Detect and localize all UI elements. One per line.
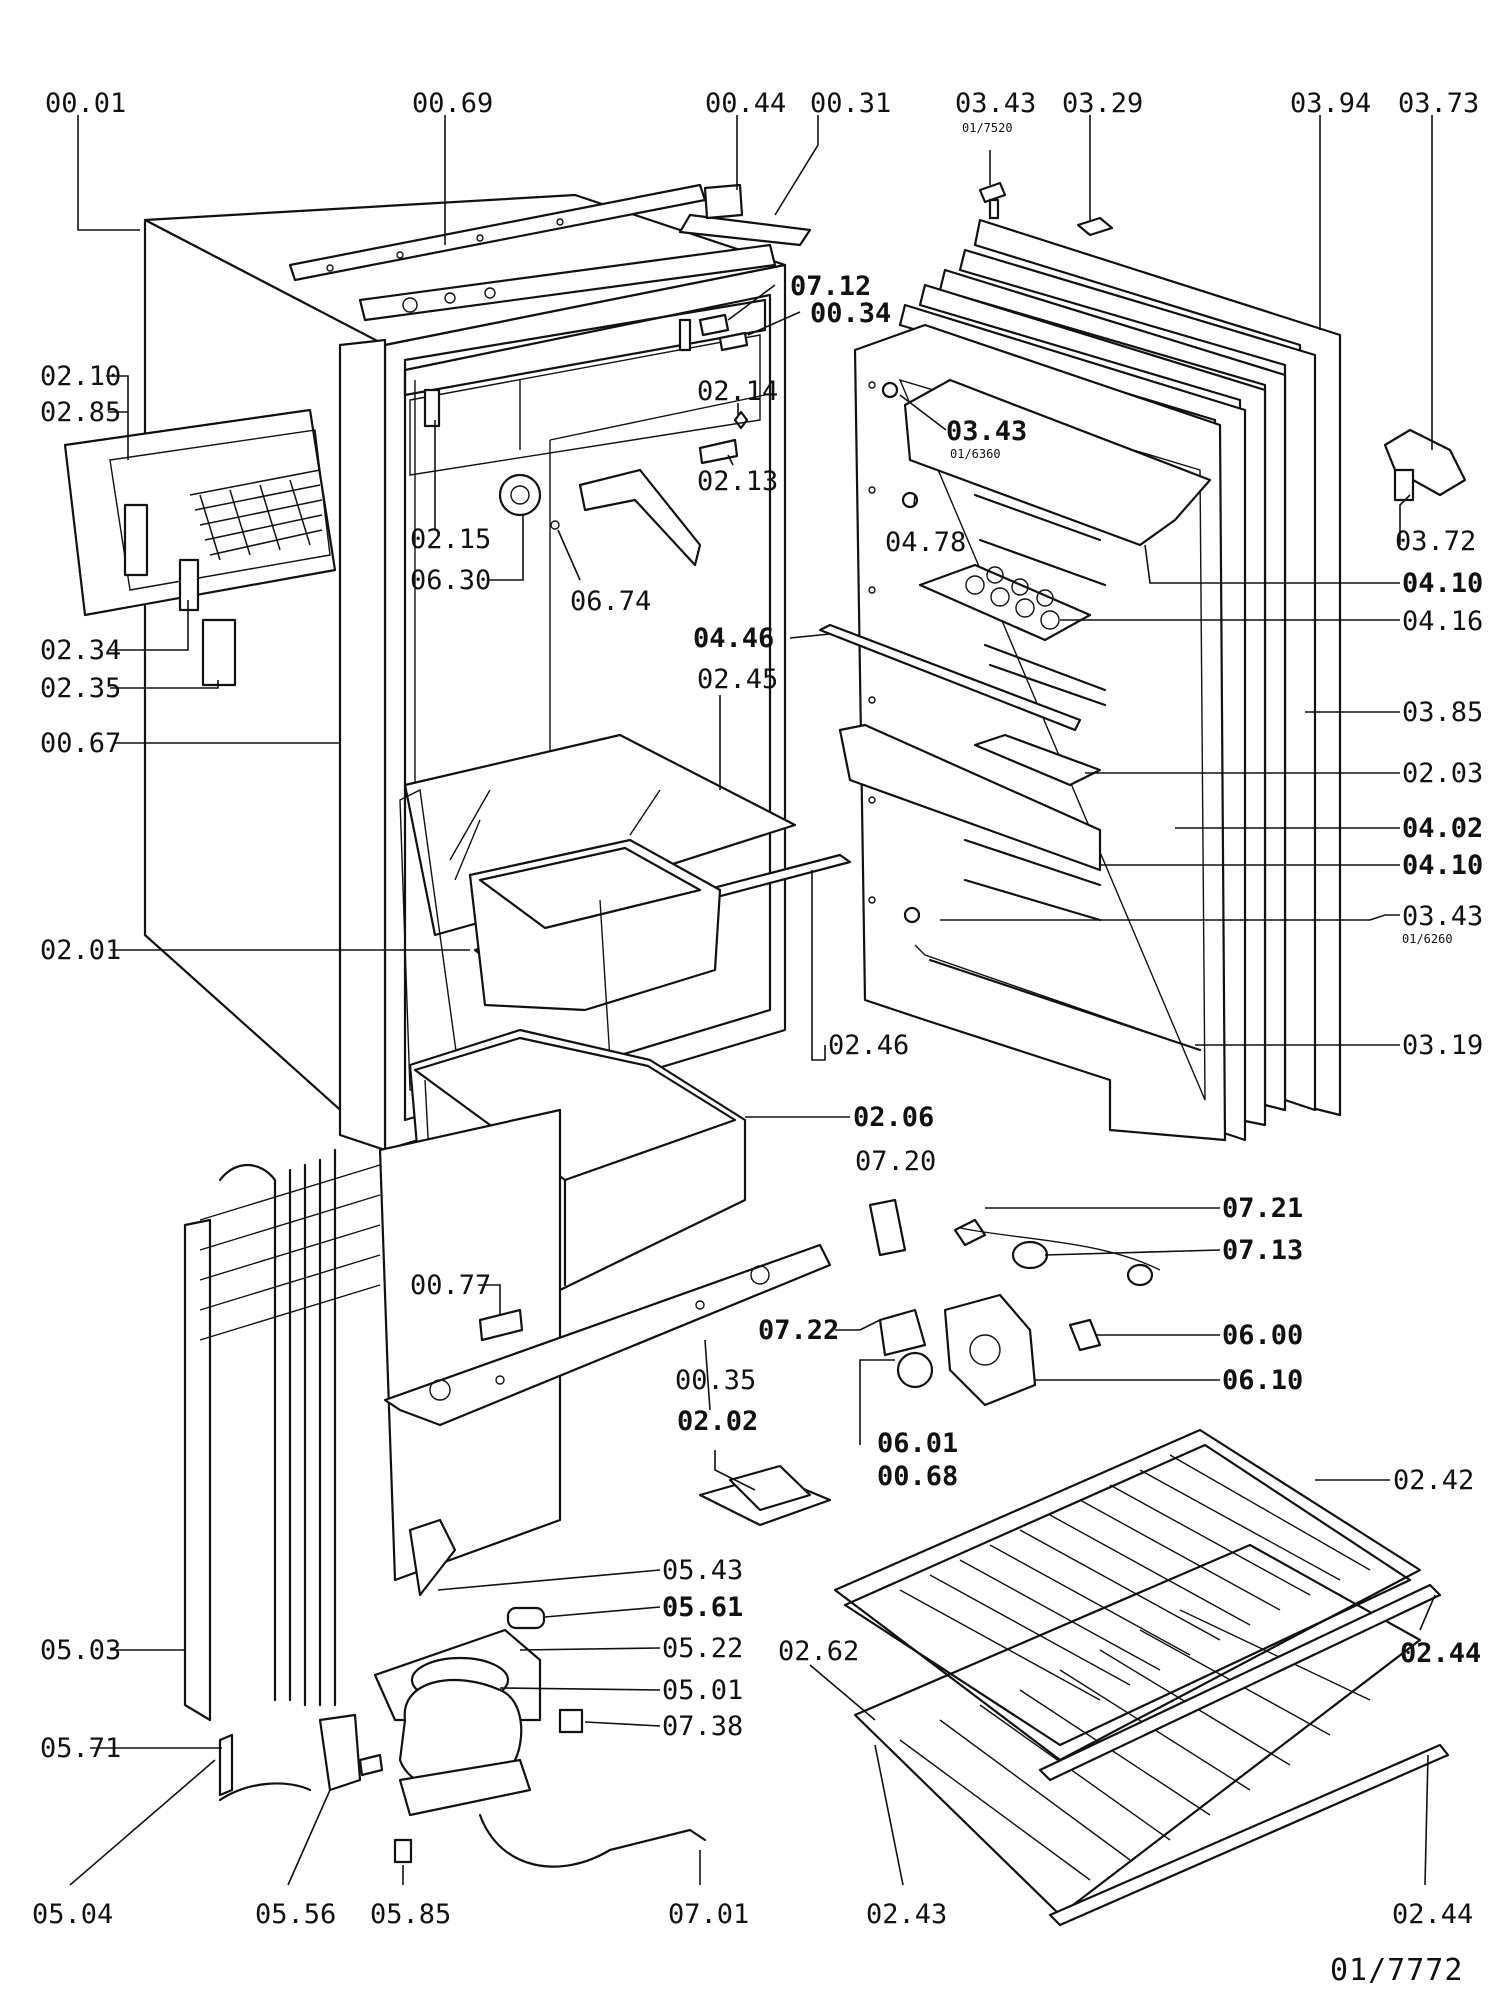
label-03-43-flap: 03.43 [946,416,1027,447]
label-04-78: 04.78 [885,527,966,558]
label-03-73: 03.73 [1398,88,1479,119]
label-02-62: 02.62 [778,1636,859,1667]
wire-shelves [833,1428,1450,1927]
label-00-77: 00.77 [410,1270,491,1301]
label-00-35: 00.35 [675,1365,756,1396]
label-00-68: 00.68 [877,1461,958,1492]
label-02-44-upper: 02.44 [1400,1638,1481,1669]
freezer-door-panel [63,408,337,617]
label-02-01: 02.01 [40,935,121,966]
label-00-67: 00.67 [40,728,121,759]
label-03-43-top-ref: 01/7520 [962,121,1013,135]
label-02-15: 02.15 [410,524,491,555]
label-00-69: 00.69 [412,88,493,119]
label-07-38: 07.38 [662,1711,743,1742]
label-05-61: 05.61 [662,1592,743,1623]
leader-lines [69,115,1436,1886]
label-05-03: 05.03 [40,1635,121,1666]
label-03-43-bottom-ref: 01/6260 [1402,932,1453,946]
label-06-10: 06.10 [1222,1365,1303,1396]
compressor [218,1518,707,1868]
label-00-34: 00.34 [810,298,891,329]
label-02-42: 02.42 [1393,1465,1474,1496]
label-02-14: 02.14 [697,376,778,407]
label-02-45: 02.45 [697,664,778,695]
label-05-56: 05.56 [255,1899,336,1930]
label-05-01: 05.01 [662,1675,743,1706]
small-cover-part [201,618,237,687]
label-02-44-lower: 02.44 [1392,1899,1473,1930]
label-04-10-bottom: 04.10 [1402,850,1483,881]
label-04-16: 04.16 [1402,606,1483,637]
label-03-29: 03.29 [1062,88,1143,119]
label-06-74: 06.74 [570,586,651,617]
label-05-43: 05.43 [662,1555,743,1586]
label-07-13: 07.13 [1222,1235,1303,1266]
label-04-02: 04.02 [1402,813,1483,844]
label-03-43-top: 03.43 [955,88,1036,119]
label-05-71: 05.71 [40,1733,121,1764]
rear-plate [378,1108,832,1582]
label-07-20: 07.20 [855,1146,936,1177]
label-03-85: 03.85 [1402,697,1483,728]
label-00-01: 00.01 [45,88,126,119]
label-02-06: 02.06 [853,1102,934,1133]
label-07-22: 07.22 [758,1315,839,1346]
label-03-94: 03.94 [1290,88,1371,119]
drawing-reference-number: 01/7772 [1330,1953,1463,1988]
label-02-10: 02.10 [40,361,121,392]
label-05-85: 05.85 [370,1899,451,1930]
label-03-43-flap-ref: 01/6360 [950,447,1001,461]
label-02-13: 02.13 [697,466,778,497]
electrical-parts [698,1198,1161,1527]
label-02-02: 02.02 [677,1406,758,1437]
door-assembly [818,181,1467,1142]
condenser-coil [183,1148,381,1797]
label-06-00: 06.00 [1222,1320,1303,1351]
label-04-10-top: 04.10 [1402,568,1483,599]
label-00-31: 00.31 [810,88,891,119]
label-05-22: 05.22 [662,1633,743,1664]
label-03-19: 03.19 [1402,1030,1483,1061]
label-00-44: 00.44 [705,88,786,119]
label-02-03: 02.03 [1402,758,1483,789]
label-07-01: 07.01 [668,1899,749,1930]
label-03-72: 03.72 [1395,526,1476,557]
part-labels: 00.01 00.69 00.44 00.31 03.43 01/7520 03… [32,88,1483,1930]
label-02-43: 02.43 [866,1899,947,1930]
label-02-34: 02.34 [40,635,121,666]
label-02-46: 02.46 [828,1030,909,1061]
label-04-46: 04.46 [693,623,774,654]
label-06-01: 06.01 [877,1428,958,1459]
label-02-35: 02.35 [40,673,121,704]
label-07-21: 07.21 [1222,1193,1303,1224]
label-06-30: 06.30 [410,565,491,596]
label-02-85: 02.85 [40,397,121,428]
label-03-43-bottom: 03.43 [1402,901,1483,932]
label-05-04: 05.04 [32,1899,113,1930]
label-07-12: 07.12 [790,271,871,302]
